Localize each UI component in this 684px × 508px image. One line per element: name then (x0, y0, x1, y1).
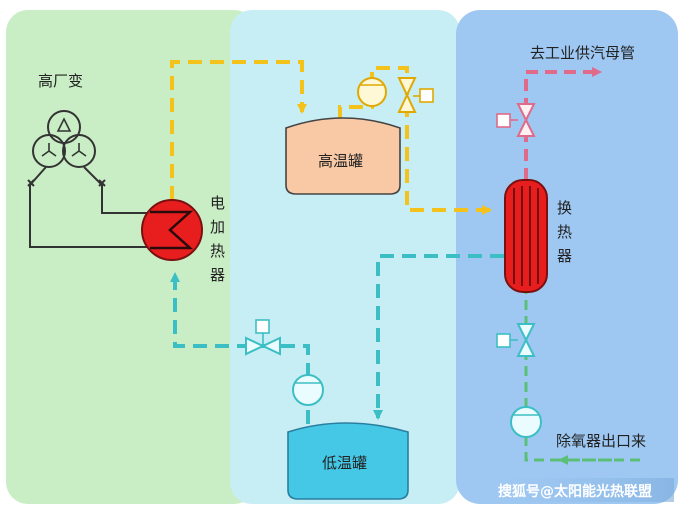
hot-salt-valve (397, 77, 434, 113)
hx-label-2: 热 (557, 223, 572, 241)
electrical-wiring (27, 166, 160, 248)
feedwater-line (524, 292, 640, 465)
from-deaerator-label: 除氧器出口来 (556, 432, 646, 450)
zone-steam (456, 10, 678, 504)
heater-label-1: 电 (210, 194, 225, 212)
heater-label-2: 加 (210, 218, 225, 236)
feedwater-valve (496, 323, 536, 357)
hx-label-3: 器 (557, 247, 572, 265)
low-temp-tank (287, 422, 409, 500)
hot-salt-pump (357, 77, 387, 107)
watermark-backdrop (470, 478, 674, 502)
high-temp-tank (285, 117, 401, 195)
to-header-label: 去工业供汽母管 (530, 44, 635, 62)
cold-salt-pump (292, 374, 324, 406)
high-tank-label: 高温罐 (318, 152, 363, 170)
zone-electric (6, 10, 256, 504)
heater-label-4: 器 (210, 266, 225, 284)
cold-salt-valve (245, 319, 281, 356)
transformer-label: 高厂变 (38, 72, 83, 90)
hx-label-1: 换 (557, 199, 572, 217)
watermark: 搜狐号@太阳能光热联盟 (498, 483, 652, 500)
transformer-symbol (32, 110, 96, 168)
heater-label-3: 热 (210, 242, 225, 260)
low-tank-label: 低温罐 (322, 454, 367, 472)
cold-salt-line (170, 254, 504, 424)
electric-heater (141, 199, 203, 261)
heat-exchanger (504, 179, 548, 293)
feedwater-pump (510, 406, 542, 438)
steam-valve (496, 103, 536, 137)
